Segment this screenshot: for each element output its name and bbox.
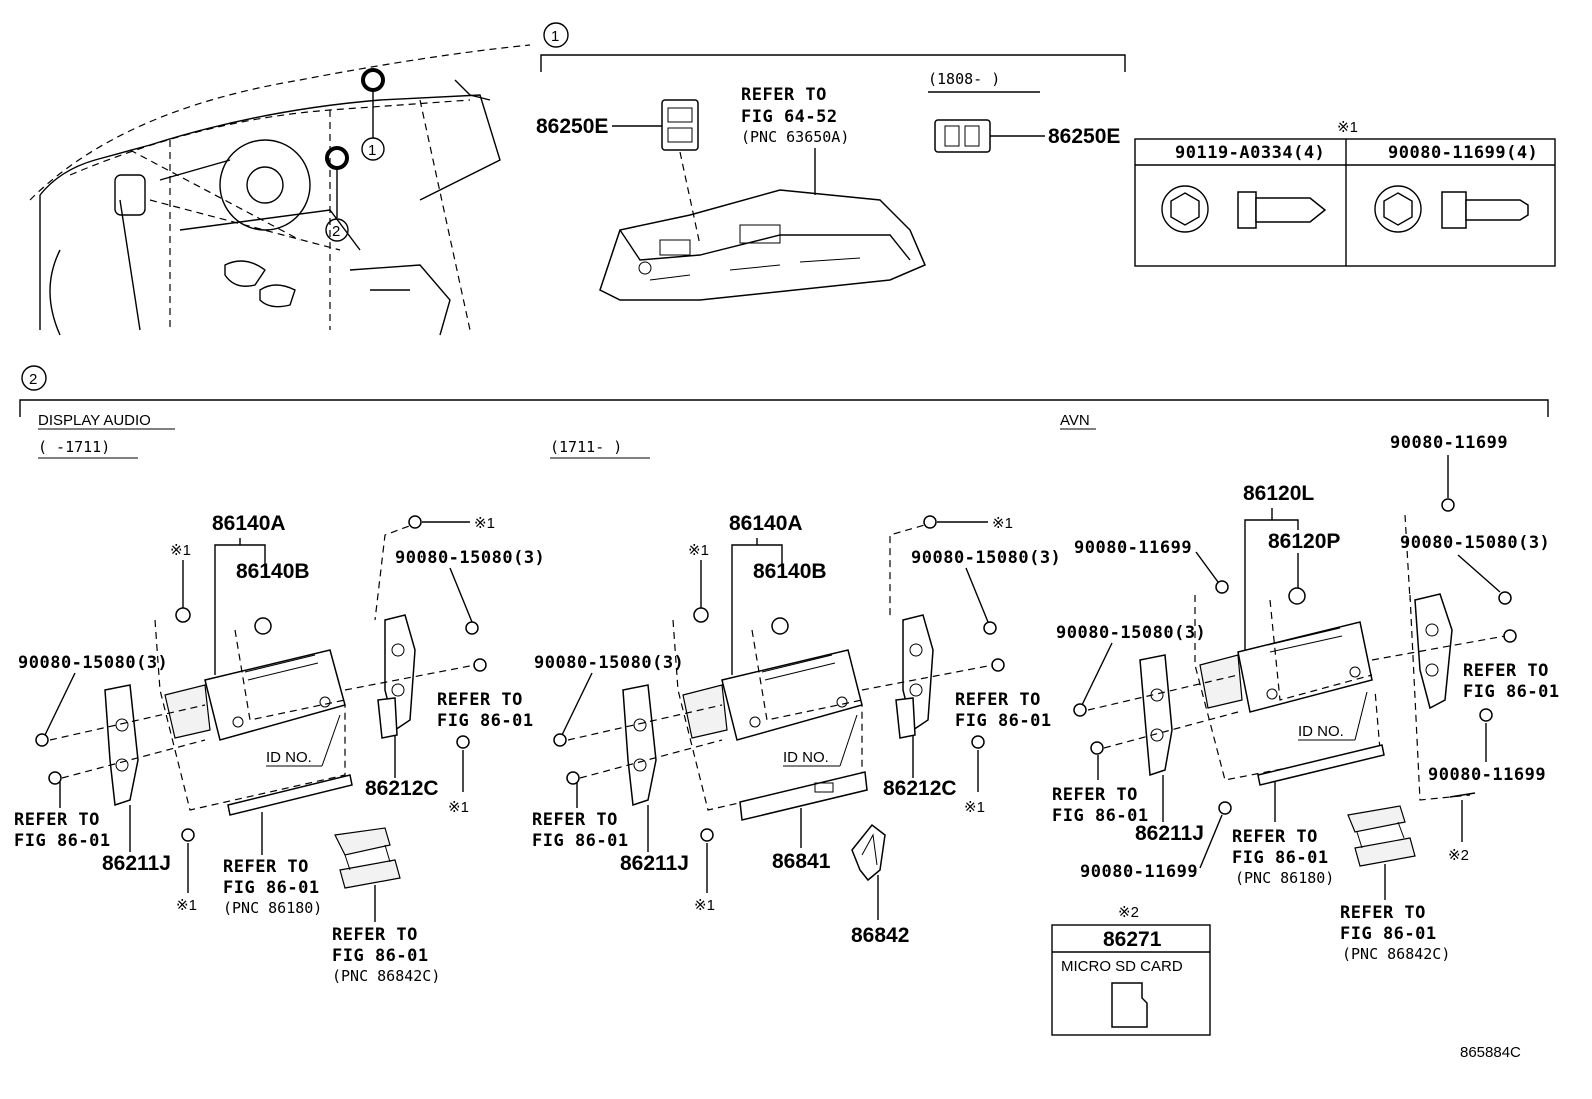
- refer-right-b-2: FIG 86-01: [955, 711, 1052, 731]
- sd-card-box: ※2 86271 MICRO SD CARD: [1051, 904, 1211, 1036]
- refer-left-c-2: FIG 86-01: [1052, 806, 1149, 826]
- bolt-right2-c: 90080-11699: [1428, 765, 1546, 785]
- refer-bottom-a-3: (PNC 86180): [223, 899, 322, 917]
- fastener-col1: 90119-A0334(4): [1175, 143, 1325, 163]
- display-audio-label: DISPLAY AUDIO: [38, 412, 151, 429]
- part-86250E-left: 86250E: [536, 115, 608, 138]
- refer-cable-c-1: REFER TO: [1340, 903, 1426, 923]
- refer-cable-c-3: (PNC 86842C): [1342, 945, 1450, 963]
- bolt-right-c: 90080-15080(3): [1400, 533, 1550, 553]
- bolt-right-b: 90080-15080(3): [911, 548, 1061, 568]
- mark-bottom-b: ※1: [694, 897, 715, 914]
- date-range-b: (1711- ): [550, 438, 622, 456]
- refer-64-52-line3: (PNC 63650A): [741, 128, 849, 146]
- bolt-top-c: 90080-11699: [1074, 538, 1192, 558]
- switch-86250E-right: [934, 119, 991, 153]
- table-mark-1: ※1: [1337, 119, 1358, 136]
- fastener-col2: 90080-11699(4): [1388, 143, 1538, 163]
- fastener-table: ※1 90119-A0334(4) 90080-11699(4): [1134, 119, 1556, 267]
- refer-cable-c-2: FIG 86-01: [1340, 924, 1437, 944]
- refer-right-c-2: FIG 86-01: [1463, 682, 1560, 702]
- refer-cable-a-1: REFER TO: [332, 925, 418, 945]
- bolt-left-a: 90080-15080(3): [18, 653, 168, 673]
- callout-1-small: 1: [368, 142, 376, 159]
- part-86250E-right: 86250E: [1048, 125, 1120, 148]
- id-no-a: ID NO.: [266, 749, 312, 766]
- bolt-top-right-c: 90080-11699: [1390, 433, 1508, 453]
- id-no-c: ID NO.: [1298, 723, 1344, 740]
- refer-right-b-1: REFER TO: [955, 690, 1041, 710]
- mark-right-a: ※1: [448, 799, 469, 816]
- bolt-left-b: 90080-15080(3): [534, 653, 684, 673]
- panel-a: 86140A 86140B ※1 ※1 90080-15080(3) REFER…: [14, 512, 545, 985]
- bolt-left-c: 90080-15080(3): [1056, 623, 1206, 643]
- mark-top-b: ※1: [688, 542, 709, 559]
- callout-2-small: 2: [332, 223, 340, 240]
- part-86140A-b: 86140A: [729, 512, 803, 535]
- date-range-1808: (1808- ): [928, 70, 1000, 88]
- sd-card-icon: [1111, 982, 1148, 1028]
- sd-mark: ※2: [1118, 904, 1139, 921]
- bolt-bottom-c: 90080-11699: [1080, 862, 1198, 882]
- diagram-code: 865884C: [1460, 1044, 1521, 1061]
- id-no-b: ID NO.: [783, 749, 829, 766]
- part-86842: 86842: [851, 924, 909, 947]
- overhead-console: [599, 189, 926, 301]
- refer-cable-a-3: (PNC 86842C): [332, 967, 440, 985]
- bolt-right-a: 90080-15080(3): [395, 548, 545, 568]
- refer-bottom-c-3: (PNC 86180): [1235, 869, 1334, 887]
- refer-cable-a-2: FIG 86-01: [332, 946, 429, 966]
- part-86212C-a: 86212C: [365, 777, 439, 800]
- screw-mark-top-b: ※1: [992, 515, 1013, 532]
- mark-bottom-a: ※1: [176, 897, 197, 914]
- refer-bottom-a-1: REFER TO: [223, 857, 309, 877]
- refer-bottom-c-2: FIG 86-01: [1232, 848, 1329, 868]
- date-range-a: ( -1711): [38, 438, 110, 456]
- callout-2: 2: [29, 371, 37, 388]
- section-1-bracket: [540, 54, 1126, 72]
- mark-top-a: ※1: [170, 542, 191, 559]
- refer-left-b-1: REFER TO: [532, 810, 618, 830]
- micro-sd-label: MICRO SD CARD: [1061, 958, 1183, 975]
- part-86120P: 86120P: [1268, 530, 1340, 553]
- mark-right-b: ※1: [964, 799, 985, 816]
- refer-64-52-line1: REFER TO: [741, 85, 827, 105]
- mark2-c: ※2: [1448, 847, 1469, 864]
- refer-right-a-2: FIG 86-01: [437, 711, 534, 731]
- refer-right-a-1: REFER TO: [437, 690, 523, 710]
- avn-label: AVN: [1060, 412, 1090, 429]
- screw-mark-top-a: ※1: [474, 515, 495, 532]
- callout-1-circle: [543, 22, 569, 48]
- callout-2-circle: [21, 365, 47, 391]
- callout-1: 1: [551, 28, 559, 45]
- dashboard-illustration: 1 2: [29, 44, 531, 336]
- part-86271: 86271: [1103, 928, 1162, 951]
- refer-left-a-1: REFER TO: [14, 810, 100, 830]
- part-86140A-a: 86140A: [212, 512, 286, 535]
- part-86211J-a: 86211J: [102, 852, 171, 875]
- part-86120L: 86120L: [1243, 482, 1314, 505]
- refer-bottom-a-2: FIG 86-01: [223, 878, 320, 898]
- refer-64-52-line2: FIG 64-52: [741, 107, 838, 127]
- part-86140B-b: 86140B: [753, 560, 827, 583]
- refer-right-c-1: REFER TO: [1463, 661, 1549, 681]
- section-2-bracket: [19, 399, 1549, 417]
- part-86212C-b: 86212C: [883, 777, 957, 800]
- part-86140B-a: 86140B: [236, 560, 310, 583]
- refer-left-a-2: FIG 86-01: [14, 831, 111, 851]
- refer-bottom-c-1: REFER TO: [1232, 827, 1318, 847]
- part-86211J-c: 86211J: [1135, 822, 1204, 845]
- refer-left-b-2: FIG 86-01: [532, 831, 629, 851]
- part-86211J-b: 86211J: [620, 852, 689, 875]
- panel-b: 86140A 86140B ※1 ※1 90080-15080(3) REFER…: [532, 512, 1061, 947]
- refer-left-c-1: REFER TO: [1052, 785, 1138, 805]
- part-86841: 86841: [772, 850, 831, 873]
- switch-86250E-left: [661, 99, 699, 151]
- panel-c: 90080-11699 86120L 86120P 90080-11699 90…: [1052, 433, 1560, 963]
